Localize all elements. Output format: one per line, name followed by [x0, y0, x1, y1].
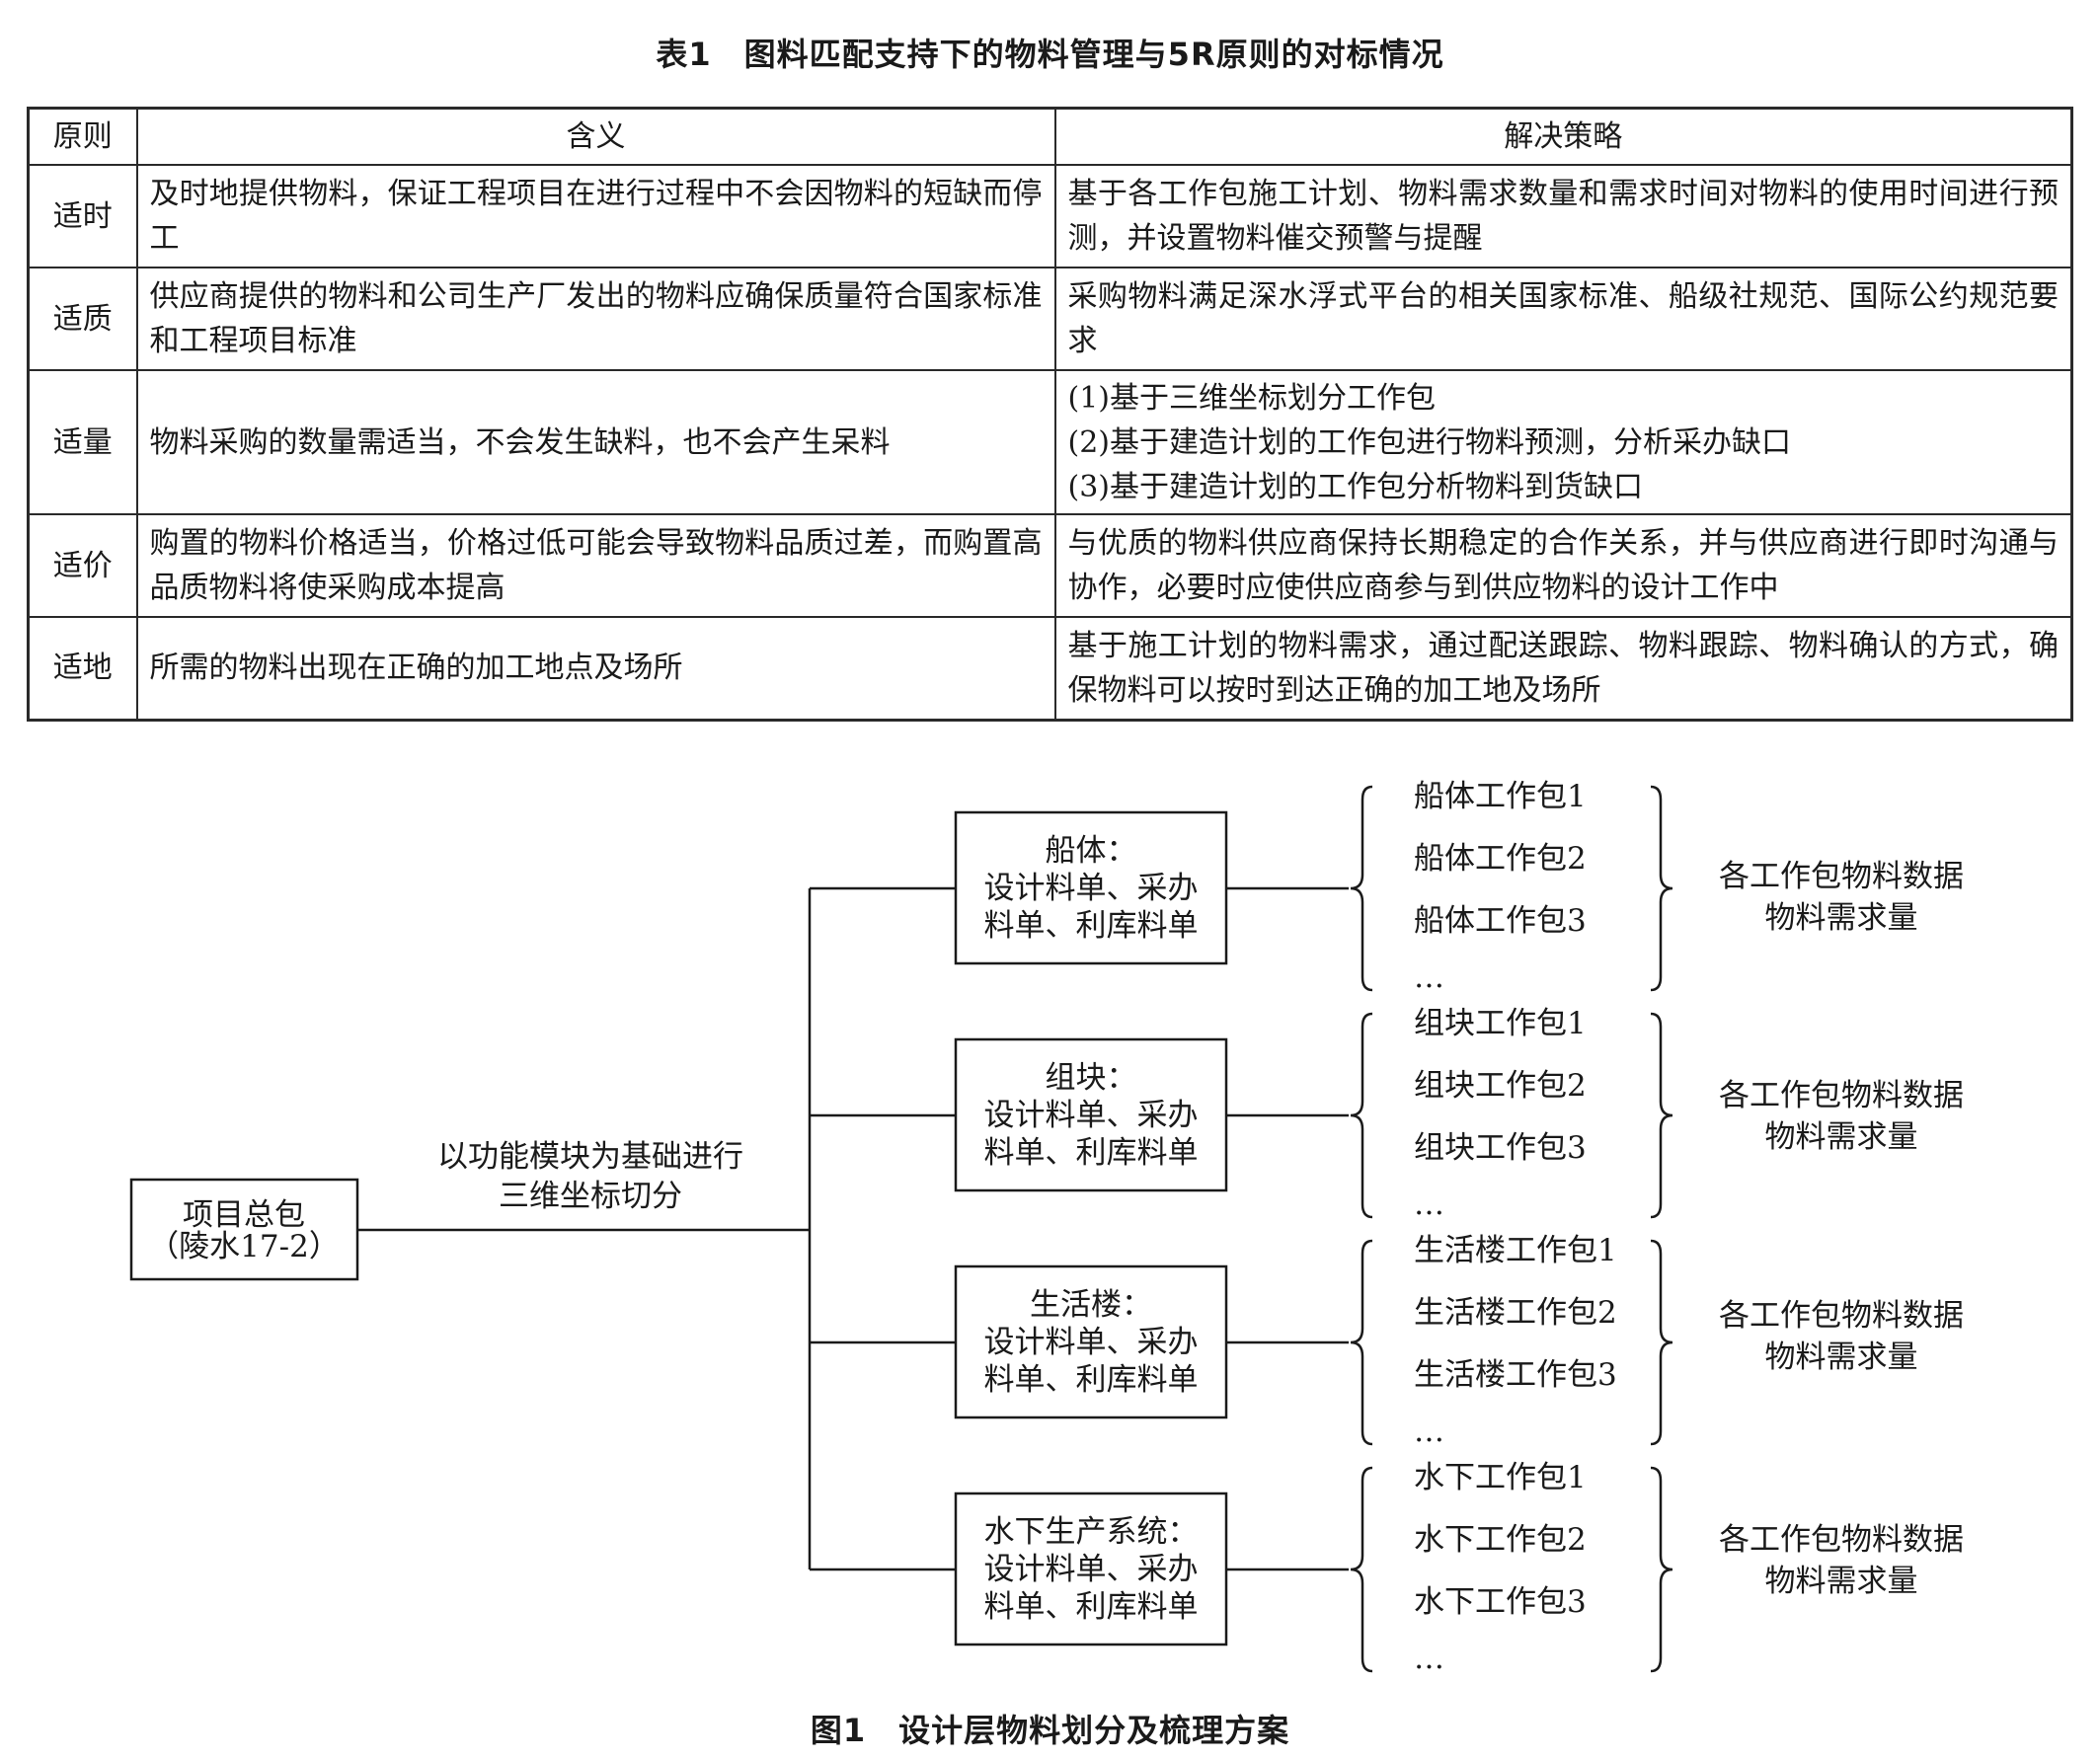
- right-brace: [1650, 1012, 1673, 1219]
- module-title: 水下生产系统：: [984, 1514, 1199, 1550]
- module-hull: 船体： 设计料单、采办 料单、利库料单 船体工作包1 船体工作包2 船体工作包3…: [810, 779, 1964, 995]
- left-brace: [1350, 1466, 1373, 1673]
- table-row: 适质 供应商提供的物料和公司生产厂发出的物料应确保质量符合国家标准和工程项目标准…: [27, 267, 2073, 371]
- strategy-line: 与优质的物料供应商保持长期稳定的合作关系，并与供应商进行即时沟通与协作，必要时应…: [1067, 526, 2060, 605]
- right-brace: [1650, 1466, 1673, 1673]
- work-package-label: 船体工作包3: [1414, 903, 1587, 939]
- result-line1: 各工作包物料数据: [1719, 1298, 1964, 1334]
- work-package-label: 水下工作包3: [1414, 1584, 1587, 1620]
- 5r-principles-table: 原则 含义 解决策略 适时 及时地提供物料，保证工程项目在进行过程中不会因物料的…: [27, 107, 2073, 722]
- principle-cell: 适量: [27, 369, 138, 515]
- principle-cell: 适地: [27, 616, 138, 722]
- right-brace: [1650, 1239, 1673, 1446]
- material-division-diagram: 项目总包 （陵水17-2） 以功能模块为基础进行 三维坐标切分 船体： 设计料单…: [129, 779, 1964, 1676]
- module-box: [954, 1264, 1228, 1419]
- root-title: 项目总包: [183, 1197, 305, 1233]
- result-line2: 物料需求量: [1765, 1564, 1918, 1599]
- work-package-label: 水下工作包2: [1414, 1522, 1587, 1558]
- header-principle: 原则: [27, 107, 138, 166]
- result-line2: 物料需求量: [1765, 1339, 1918, 1375]
- strategy-cell: 基于施工计划的物料需求，通过配送跟踪、物料跟踪、物料确认的方式，确保物料可以按时…: [1053, 616, 2073, 722]
- module-detail: 设计料单、采办: [984, 1098, 1199, 1133]
- module-detail: 料单、利库料单: [984, 1362, 1199, 1398]
- strategy-line: (3)基于建造计划的工作包分析物料到货缺口: [1067, 469, 1644, 504]
- module-living-quarters: 生活楼： 设计料单、采办 料单、利库料单 生活楼工作包1 生活楼工作包2 生活楼…: [810, 1233, 1964, 1449]
- work-package-label: 生活楼工作包3: [1414, 1357, 1617, 1393]
- header-strategy: 解决策略: [1053, 107, 2073, 166]
- strategy-line: 基于各工作包施工计划、物料需求数量和需求时间对物料的使用时间进行预测，并设置物料…: [1067, 177, 2060, 256]
- meaning-cell: 所需的物料出现在正确的加工地点及场所: [135, 616, 1056, 722]
- table-row: 适地 所需的物料出现在正确的加工地点及场所 基于施工计划的物料需求，通过配送跟踪…: [27, 616, 2073, 722]
- strategy-cell: 基于各工作包施工计划、物料需求数量和需求时间对物料的使用时间进行预测，并设置物料…: [1053, 164, 2073, 268]
- right-brace: [1650, 785, 1673, 992]
- result-line2: 物料需求量: [1765, 1119, 1918, 1155]
- meaning-cell: 供应商提供的物料和公司生产厂发出的物料应确保质量符合国家标准和工程项目标准: [135, 267, 1056, 371]
- module-detail: 料单、利库料单: [984, 908, 1199, 944]
- table-caption: 表1 图料匹配支持下的物料管理与5R原则的对标情况: [656, 36, 1444, 73]
- module-detail: 设计料单、采办: [984, 1552, 1199, 1587]
- meaning-cell: 物料采购的数量需适当，不会发生缺料，也不会产生呆料: [135, 369, 1056, 515]
- work-package-ellipsis: …: [1414, 1414, 1444, 1449]
- module-topside: 组块： 设计料单、采办 料单、利库料单 组块工作包1 组块工作包2 组块工作包3…: [810, 1006, 1964, 1222]
- principle-cell: 适价: [27, 513, 138, 618]
- work-package-label: 船体工作包2: [1414, 841, 1587, 877]
- left-brace: [1350, 1239, 1373, 1446]
- root-box: [129, 1178, 359, 1281]
- work-package-label: 组块工作包2: [1414, 1068, 1587, 1104]
- work-package-label: 生活楼工作包2: [1414, 1295, 1617, 1331]
- root-subtitle: （陵水17-2）: [148, 1229, 340, 1264]
- work-package-label: 水下工作包1: [1414, 1460, 1587, 1495]
- strategy-line: 基于施工计划的物料需求，通过配送跟踪、物料跟踪、物料确认的方式，确保物料可以按时…: [1067, 628, 2060, 708]
- left-brace: [1350, 1012, 1373, 1219]
- module-box: [954, 1037, 1228, 1192]
- principle-cell: 适质: [27, 267, 138, 371]
- module-title: 船体：: [1046, 833, 1137, 869]
- strategy-line: (1)基于三维坐标划分工作包: [1067, 380, 1437, 416]
- result-line1: 各工作包物料数据: [1719, 1522, 1964, 1558]
- table-row: 适量 物料采购的数量需适当，不会发生缺料，也不会产生呆料 (1)基于三维坐标划分…: [27, 369, 2073, 515]
- strategy-line: 采购物料满足深水浮式平台的相关国家标准、船级社规范、国际公约规范要求: [1067, 279, 2060, 358]
- strategy-cell: (1)基于三维坐标划分工作包 (2)基于建造计划的工作包进行物料预测，分析采办缺…: [1053, 369, 2073, 515]
- table-header-row: 原则 含义 解决策略: [27, 107, 2073, 166]
- split-label-line1: 以功能模块为基础进行: [437, 1139, 743, 1175]
- result-line2: 物料需求量: [1765, 900, 1918, 936]
- figure-caption: 图1 设计层物料划分及梳理方案: [810, 1712, 1290, 1749]
- strategy-cell: 与优质的物料供应商保持长期稳定的合作关系，并与供应商进行即时沟通与协作，必要时应…: [1053, 513, 2073, 618]
- table-row: 适价 购置的物料价格适当，价格过低可能会导致物料品质过差，而购置高品质物料将使采…: [27, 513, 2073, 618]
- principle-cell: 适时: [27, 164, 138, 268]
- work-package-label: 船体工作包1: [1414, 779, 1587, 814]
- strategy-cell: 采购物料满足深水浮式平台的相关国家标准、船级社规范、国际公约规范要求: [1053, 267, 2073, 371]
- strategy-line: (2)基于建造计划的工作包进行物料预测，分析采办缺口: [1067, 424, 1792, 460]
- left-brace: [1350, 785, 1373, 992]
- module-detail: 设计料单、采办: [984, 1325, 1199, 1360]
- work-package-ellipsis: …: [1414, 1641, 1444, 1676]
- meaning-cell: 购置的物料价格适当，价格过低可能会导致物料品质过差，而购置高品质物料将使采购成本…: [135, 513, 1056, 618]
- module-title: 组块：: [1046, 1060, 1137, 1096]
- module-subsea-system: 水下生产系统： 设计料单、采办 料单、利库料单 水下工作包1 水下工作包2 水下…: [810, 1460, 1964, 1676]
- module-detail: 设计料单、采办: [984, 871, 1199, 906]
- header-meaning: 含义: [135, 107, 1056, 166]
- work-package-ellipsis: …: [1414, 1186, 1444, 1222]
- result-line1: 各工作包物料数据: [1719, 1078, 1964, 1113]
- module-title: 生活楼：: [1030, 1287, 1152, 1323]
- module-detail: 料单、利库料单: [984, 1589, 1199, 1625]
- work-package-label: 组块工作包1: [1414, 1006, 1587, 1041]
- result-line1: 各工作包物料数据: [1719, 859, 1964, 894]
- module-detail: 料单、利库料单: [984, 1135, 1199, 1171]
- module-box: [954, 1492, 1228, 1646]
- table-row: 适时 及时地提供物料，保证工程项目在进行过程中不会因物料的短缺而停工 基于各工作…: [27, 164, 2073, 268]
- work-package-label: 生活楼工作包1: [1414, 1233, 1617, 1268]
- module-box: [954, 810, 1228, 965]
- work-package-ellipsis: …: [1414, 959, 1444, 995]
- work-package-label: 组块工作包3: [1414, 1130, 1587, 1166]
- meaning-cell: 及时地提供物料，保证工程项目在进行过程中不会因物料的短缺而停工: [135, 164, 1056, 268]
- split-label-line2: 三维坐标切分: [499, 1179, 682, 1214]
